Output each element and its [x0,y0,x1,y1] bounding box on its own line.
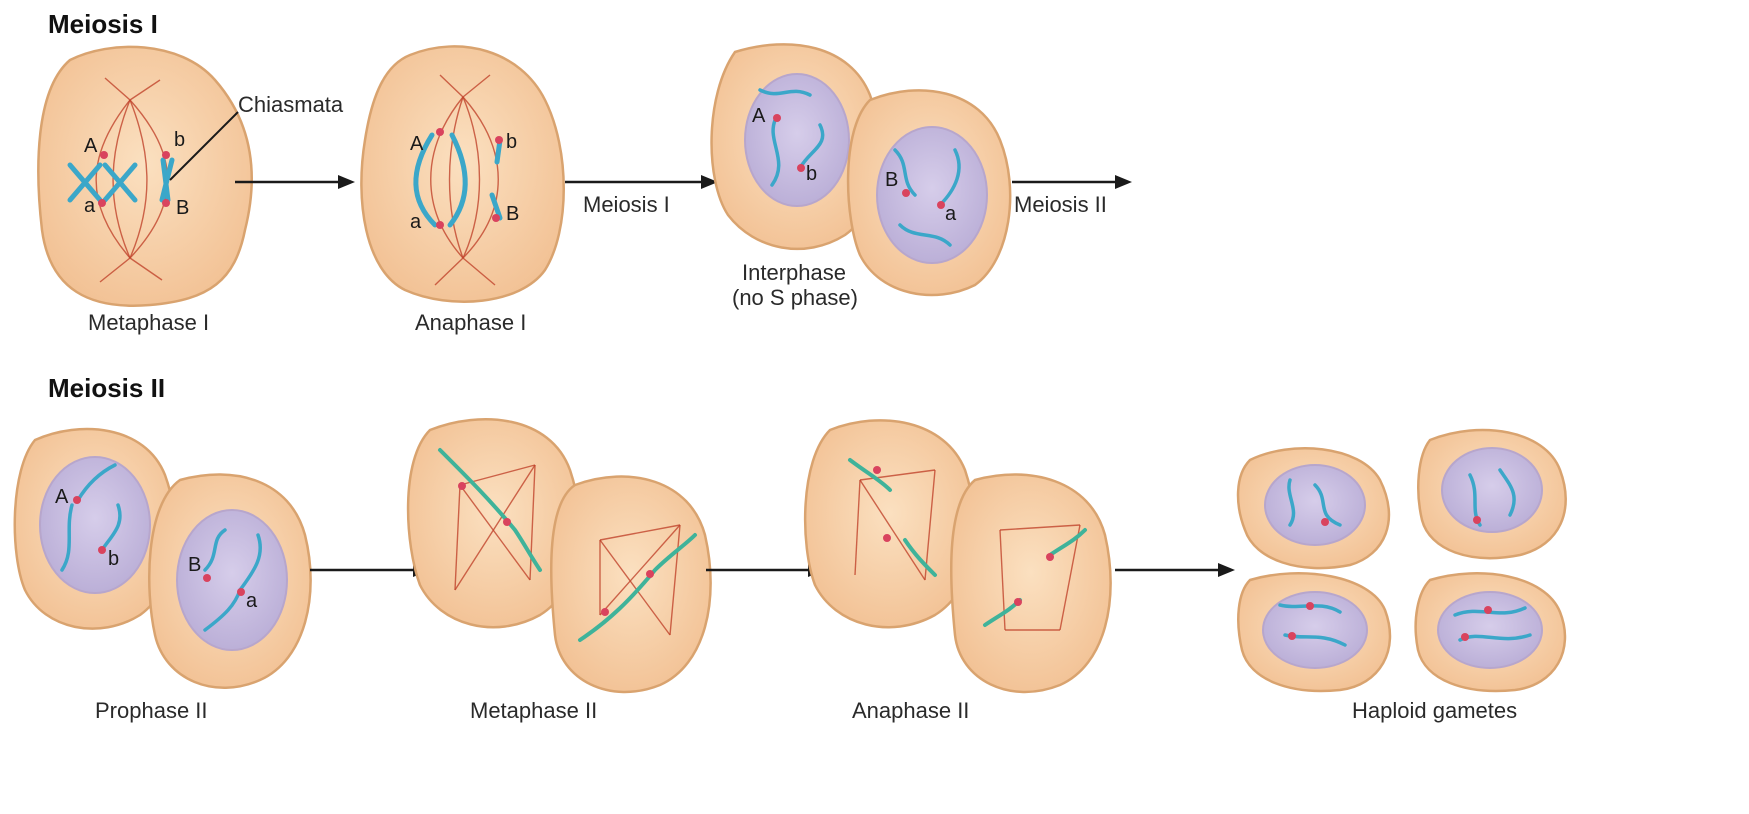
anaphase-1-cell: A a b B [361,46,563,301]
arrow-3 [310,563,430,577]
arrow-5 [1115,563,1235,577]
chiasmata-label: Chiasmata [238,92,344,117]
anaphase-2-cell-bottom [951,475,1110,692]
arrow-meiosis-2 [1012,175,1132,189]
interphase-label-line1: Interphase [742,260,846,285]
gamete-3 [1238,573,1390,691]
meiosis-2-title: Meiosis II [48,373,165,403]
allele-B-label: B [176,197,189,219]
allele-A-label: A [84,135,98,157]
allele-A-label: A [410,133,424,155]
allele-A-label: A [752,105,766,127]
metaphase-2-cell-bottom [551,477,710,692]
anaphase-2-label: Anaphase II [852,698,969,723]
interphase-cell-bottom: B a [848,90,1010,295]
haploid-gametes-label: Haploid gametes [1352,698,1517,723]
metaphase-1-label: Metaphase I [88,310,209,335]
allele-B-label: B [885,169,898,191]
allele-b-label: b [806,163,817,185]
allele-a-label: a [246,590,258,612]
arrow-4 [706,563,825,577]
meiosis-1-title: Meiosis I [48,9,158,39]
gamete-2 [1418,430,1565,558]
gamete-4 [1416,573,1565,691]
allele-b-label: b [506,131,517,153]
arrow-meiosis-1 [565,175,718,189]
meiosis-2-transition-label: Meiosis II [1014,192,1107,217]
arrow-1 [235,175,355,189]
metaphase-1-cell: A a b B Chiasmata [38,47,344,306]
allele-A-label: A [55,486,69,508]
metaphase-2-label: Metaphase II [470,698,597,723]
anaphase-1-label: Anaphase I [415,310,526,335]
allele-a-label: a [410,211,422,233]
interphase-label-line2: (no S phase) [732,285,858,310]
allele-a-label: a [945,203,957,225]
allele-B-label: B [506,203,519,225]
prophase-2-cell-bottom: B a [149,475,310,688]
prophase-2-label: Prophase II [95,698,208,723]
allele-B-label: B [188,554,201,576]
gamete-1 [1238,448,1389,568]
allele-b-label: b [174,129,185,151]
allele-b-label: b [108,548,119,570]
allele-a-label: a [84,195,96,217]
meiosis-1-transition-label: Meiosis I [583,192,670,217]
anaphase-2-cell-top [805,420,975,627]
